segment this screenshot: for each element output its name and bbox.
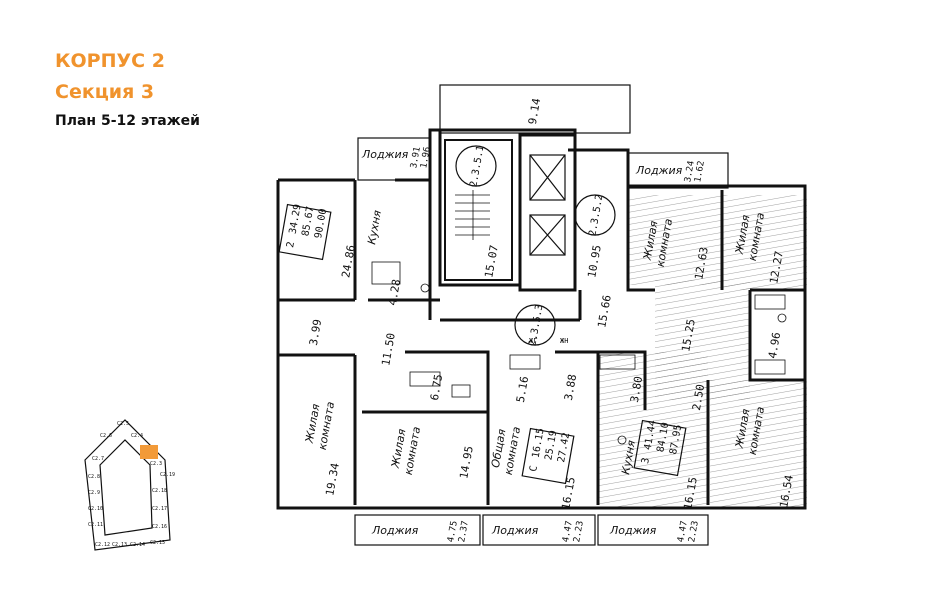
area-value: 16.54 [777, 474, 796, 509]
key-section-label: С2.18 [152, 488, 167, 494]
area-value: 3.99 [307, 318, 324, 346]
key-section-label: С2.14 [130, 542, 145, 548]
key-section-label: С2.3 [150, 461, 162, 467]
area-value: 12.27 [767, 250, 786, 285]
key-section-label: С2.15 [150, 540, 165, 546]
power-marker: ЖН [560, 337, 568, 345]
fixtures [371, 261, 787, 445]
loggias [354, 84, 729, 546]
area-value: 24.86 [339, 244, 358, 279]
loggia-area: 3.24 [683, 160, 697, 183]
loggia-label: Лоджия [635, 164, 683, 177]
area-value: 3.80 [628, 375, 645, 403]
area-value: 2.50 [690, 383, 707, 411]
stairs-label: 2.3.5.1 [468, 145, 486, 188]
hatch-kitchen [598, 352, 708, 507]
apartment-loggia-area: 90.00 [313, 208, 329, 240]
apartment-box-2: 2 34.29 85.67 90.00 [278, 203, 332, 261]
area-value: 4.96 [766, 331, 783, 359]
apartment-box-studio: С 16.15 25.19 27.42 [521, 427, 575, 485]
area-value: 6.75 [428, 373, 445, 401]
elevator-hall-label: 2.3.5.2 [587, 194, 605, 237]
area-value: 3.88 [562, 373, 579, 401]
key-plan-labels: С2.5 С2.4 С2.3 С2.6 С2.7 С2.8 С2.9 С2.10… [88, 421, 175, 548]
apartment-rooms: 2 [285, 241, 297, 249]
key-section-label: С2.7 [92, 456, 104, 462]
utility-markers: ЖГ ЖН [529, 337, 568, 345]
room-name-kitchen: Кухня [365, 209, 384, 246]
loggia-area: 4.75 [446, 520, 460, 543]
area-value: 9.14 [526, 97, 543, 126]
area-value: 4.28 [386, 278, 403, 306]
loggia-label: Лоджия [371, 524, 419, 537]
apartment-living-area: 41.44 [643, 419, 659, 451]
apartment-loggia-area: 27.42 [556, 432, 572, 464]
hatch-living-b [722, 195, 807, 290]
stairs [455, 190, 490, 240]
area-value: 11.50 [379, 332, 398, 367]
loggia-label: Лоджия [361, 148, 409, 161]
area-value: 15.07 [482, 244, 501, 279]
loggia-reduced: 1.96 [419, 146, 433, 169]
loggia-reduced: 2.23 [687, 520, 701, 543]
hatch-living-c [710, 380, 807, 508]
key-section-label: С2.10 [88, 506, 103, 512]
area-value: 12.63 [692, 246, 711, 281]
loggia-label: Лоджия [609, 524, 657, 537]
apartment-loggia-area: 87.95 [668, 424, 684, 456]
walls [276, 128, 807, 510]
key-section-label: С2.17 [152, 506, 167, 512]
key-section-label: С2.12 [95, 542, 110, 548]
key-section-label: С2.19 [160, 472, 175, 478]
area-value: 16.15 [559, 476, 578, 511]
loggia-reduced: 2.37 [457, 520, 471, 543]
key-section-label: С2.13 [112, 542, 127, 548]
area-value: 14.95 [457, 445, 476, 480]
key-plan: С2.5 С2.4 С2.3 С2.6 С2.7 С2.8 С2.9 С2.10… [84, 419, 175, 551]
loggia-reduced: 1.62 [693, 160, 707, 183]
apartment-total-area: 25.19 [543, 430, 559, 462]
key-section-label: С2.5 [117, 421, 129, 427]
area-value: 10.95 [585, 244, 604, 279]
loggia-label: Лоджия [491, 524, 539, 537]
hatch-living-a [628, 195, 723, 285]
apartment-box-3: 3 41.44 84.10 87.95 [633, 419, 687, 477]
area-value: 15.66 [595, 294, 614, 329]
key-section-label: С2.9 [88, 490, 100, 496]
apartment-rooms: С [528, 465, 540, 473]
area-value: 16.15 [681, 476, 700, 511]
apartment-rooms: 3 [640, 457, 652, 465]
area-value: 5.16 [514, 375, 531, 403]
loggia-area: 4.47 [561, 520, 575, 543]
area-value: 15.25 [679, 318, 698, 353]
apartment-living-area: 16.15 [531, 427, 547, 459]
area-numbers: 9.14 15.07 10.95 15.66 24.86 4.28 3.99 1… [307, 97, 796, 511]
plan-title: План 5-12 этажей [55, 113, 200, 129]
gas-marker: ЖГ [529, 337, 537, 345]
apartment-total-area: 84.10 [655, 422, 671, 454]
key-plan-highlight [140, 445, 158, 459]
loggia-area: 4.47 [676, 520, 690, 543]
apartment-total-area: 85.67 [300, 206, 316, 238]
room-name-kitchen: Кухня [619, 439, 638, 476]
key-section-label: С2.8 [88, 474, 100, 480]
building-title: КОРПУС 2 [55, 50, 165, 72]
loggia-area: 3.91 [409, 146, 423, 169]
elevators [529, 154, 566, 256]
key-section-label: С2.16 [152, 524, 167, 530]
key-section-label: С2.4 [131, 433, 143, 439]
key-section-label: С2.11 [88, 522, 103, 528]
loggia-reduced: 2.23 [572, 520, 586, 543]
loggia-labels: Лоджия 3.91 1.96 Лоджия 3.24 1.62 Лоджия… [361, 146, 707, 543]
apartment-living-area: 34.29 [288, 203, 304, 235]
key-section-label: С2.6 [100, 433, 112, 439]
area-value: 19.34 [323, 462, 342, 497]
section-title: Секция 3 [55, 81, 155, 103]
